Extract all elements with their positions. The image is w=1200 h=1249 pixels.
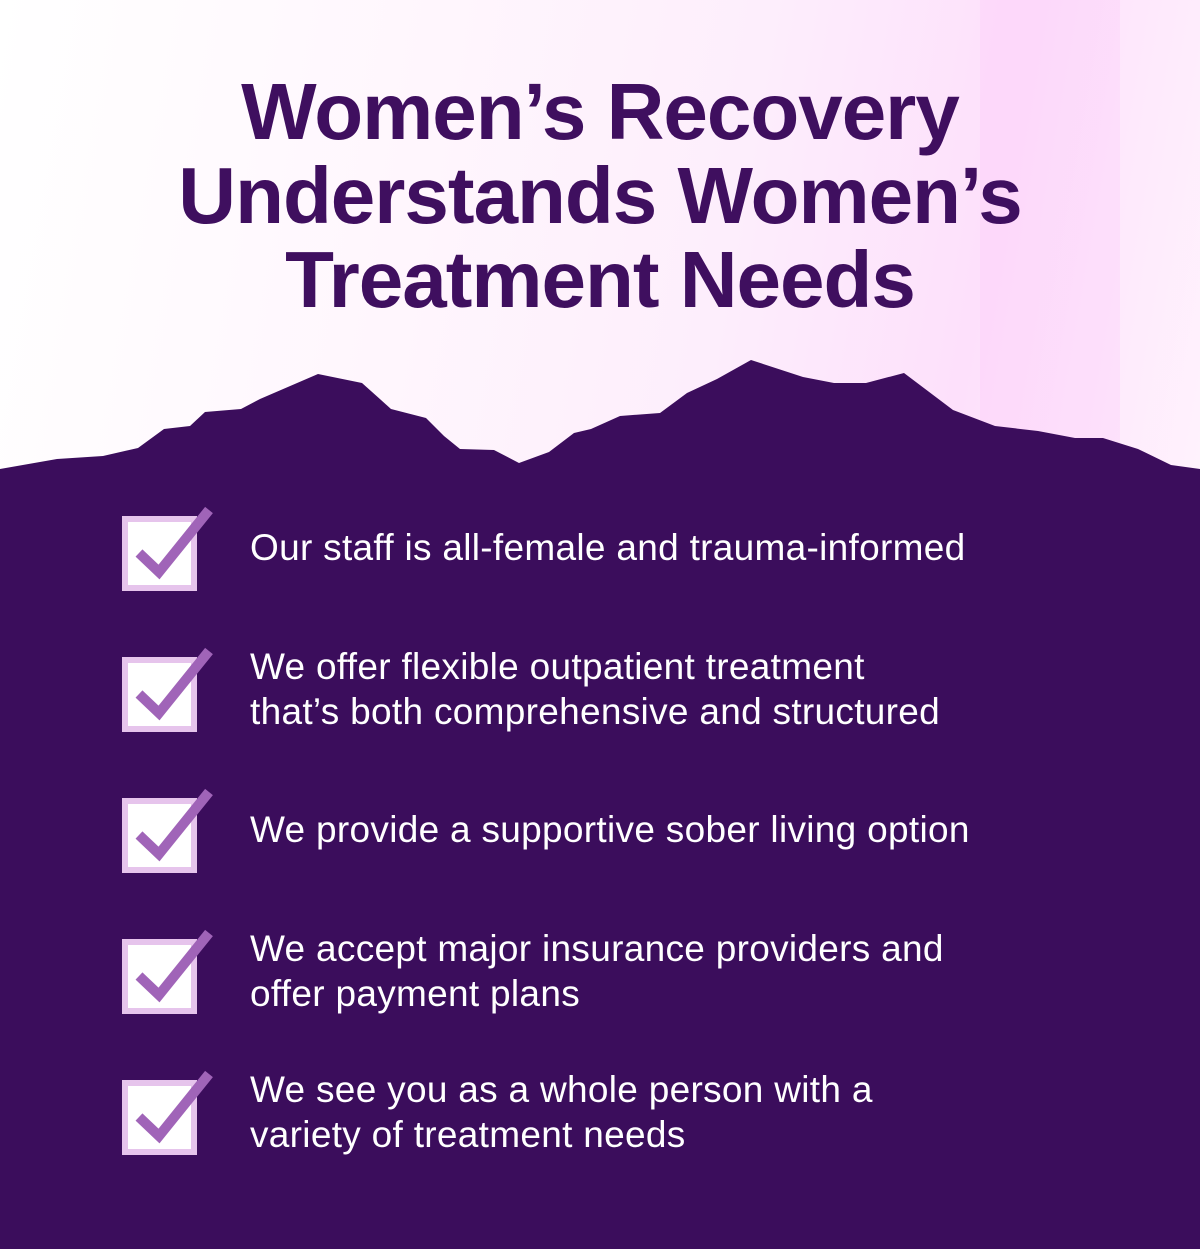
title-line: Understands Women’s [178, 151, 1022, 240]
checkbox-checked-icon [122, 641, 217, 736]
decor-shard [980, 0, 1040, 480]
decor-shard [1040, 0, 1120, 480]
checkbox-checked-icon [122, 500, 217, 595]
item-text: Our staff is all-female and trauma-infor… [250, 527, 966, 568]
page-title: Women’s Recovery Understands Women’s Tre… [0, 70, 1200, 322]
title-line: Treatment Needs [285, 235, 916, 324]
list-item: We provide a supportive sober living opt… [122, 782, 1122, 877]
header-background [0, 0, 1200, 480]
item-text: We provide a supportive sober living opt… [250, 809, 970, 850]
checkbox-checked-icon [122, 923, 217, 1018]
checkbox-checked-icon [122, 782, 217, 877]
mountain-silhouette [0, 360, 1200, 480]
title-line: Women’s Recovery [241, 67, 960, 156]
list-item: Our staff is all-female and trauma-infor… [122, 500, 1122, 595]
checkbox-checked-icon [122, 1064, 217, 1159]
